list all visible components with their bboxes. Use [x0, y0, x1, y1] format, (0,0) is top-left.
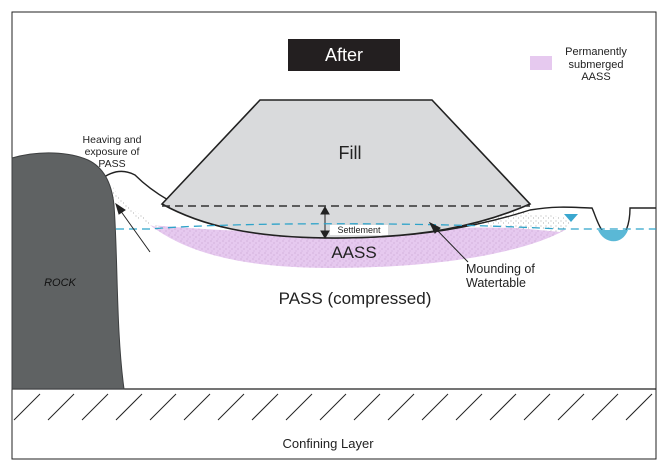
legend-line-3: AASS [581, 71, 611, 84]
heaving-label: Heaving and exposure of PASS [72, 134, 152, 170]
aass-label: AASS [331, 243, 377, 262]
title-box: After [288, 39, 400, 71]
heaving-line-2: exposure of [84, 146, 140, 159]
pass-compressed-label: PASS (compressed) [278, 289, 432, 308]
mounding-line-2: Watertable [466, 276, 526, 291]
mounding-line-1: Mounding of [466, 262, 535, 276]
mounding-arrow [428, 221, 469, 263]
heaving-line-3: PASS [98, 158, 126, 171]
page-title: After [324, 44, 363, 65]
confining-layer-label: Confining Layer [282, 436, 374, 451]
heaving-arrow [115, 202, 151, 253]
fill-label: Fill [338, 143, 362, 163]
rock-outcrop [11, 152, 125, 390]
settlement-arrow [320, 205, 330, 240]
mounding-label: Mounding of Watertable [466, 262, 556, 291]
watertable-marker-icon [564, 214, 578, 222]
heaving-line-1: Heaving and [82, 134, 142, 146]
settlement-label: Settlement [330, 225, 388, 236]
legend-line-1: Permanently [565, 46, 627, 58]
legend-line-2: submerged [568, 58, 624, 71]
legend-label: Permanently submerged AASS [556, 46, 636, 84]
legend-swatch [530, 56, 552, 70]
aass-submerged-zone [150, 225, 565, 268]
confining-layer-hatching [13, 393, 653, 421]
drain-water [598, 230, 628, 242]
rock-label: ROCK [44, 277, 76, 289]
fill-embankment [160, 99, 532, 239]
